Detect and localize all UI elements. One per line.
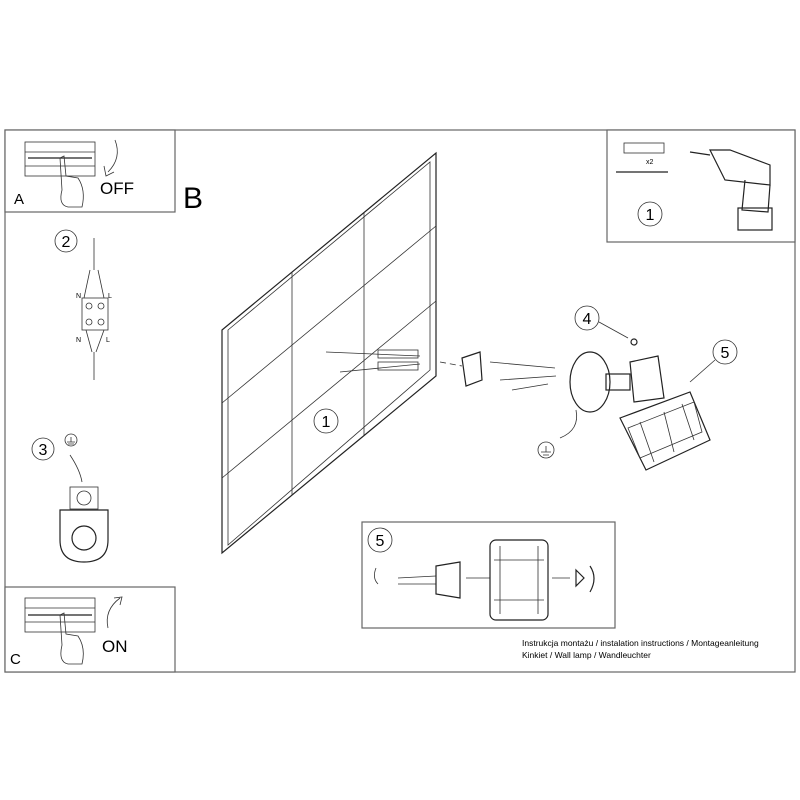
- panel-c-switch-on: C ON: [4, 586, 176, 673]
- wall-plug-icon: [616, 142, 668, 173]
- panel-c-letter: C: [10, 651, 21, 668]
- ground-symbol-icon: [537, 441, 555, 459]
- drill-icon: [689, 149, 773, 231]
- step-1-label: 1: [322, 414, 331, 431]
- hand-icon: [59, 155, 84, 208]
- wiring-step: 2 N L N L: [54, 229, 112, 380]
- panel-a-letter: A: [14, 191, 24, 208]
- arrow-down-icon: [103, 139, 118, 177]
- quantity-label: x2: [646, 159, 654, 166]
- lamp-cage-shade: [619, 391, 711, 471]
- tools-step-label: 1: [646, 207, 655, 224]
- assembly-detail-panel: 5: [361, 521, 616, 629]
- on-label: ON: [102, 637, 128, 656]
- hand-icon: [59, 612, 84, 665]
- tools-panel: x2 1: [606, 129, 796, 243]
- ground-terminal-icon: [59, 509, 109, 563]
- panel-a-switch-off: A OFF: [4, 129, 176, 213]
- mounting-bracket: [461, 351, 557, 391]
- footer-title: Instrukcja montażu / instalation instruc…: [522, 638, 759, 648]
- panel-b-letter: B: [183, 182, 203, 215]
- breaker-box-icon: [24, 597, 96, 633]
- socket-icon: [435, 561, 461, 599]
- footer-subtitle: Kinkiet / Wall lamp / Wandleuchter: [522, 650, 651, 660]
- ground-step: 3: [31, 433, 109, 563]
- step-5-label: 5: [721, 345, 730, 362]
- ring-nut-icon: [575, 565, 595, 593]
- n-bottom-label: N: [76, 337, 81, 344]
- lamp-wall-plate: [569, 351, 611, 413]
- arrow-up-icon: [106, 596, 123, 629]
- l-bottom-label: L: [106, 337, 110, 344]
- ground-symbol-icon: [64, 433, 78, 447]
- detail-step-label: 5: [376, 533, 385, 550]
- step-4-label: 4: [583, 311, 592, 328]
- off-label: OFF: [100, 179, 134, 198]
- wall-tiles: [221, 151, 437, 555]
- l-top-label: L: [108, 293, 112, 300]
- terminal-block-icon: [81, 297, 109, 331]
- lamp-socket: [629, 355, 665, 403]
- step-2-label: 2: [62, 234, 71, 251]
- step-3-label: 3: [39, 442, 48, 459]
- n-top-label: N: [76, 293, 81, 300]
- cage-shade-icon: [489, 539, 549, 621]
- screws-and-dowels: [325, 349, 463, 373]
